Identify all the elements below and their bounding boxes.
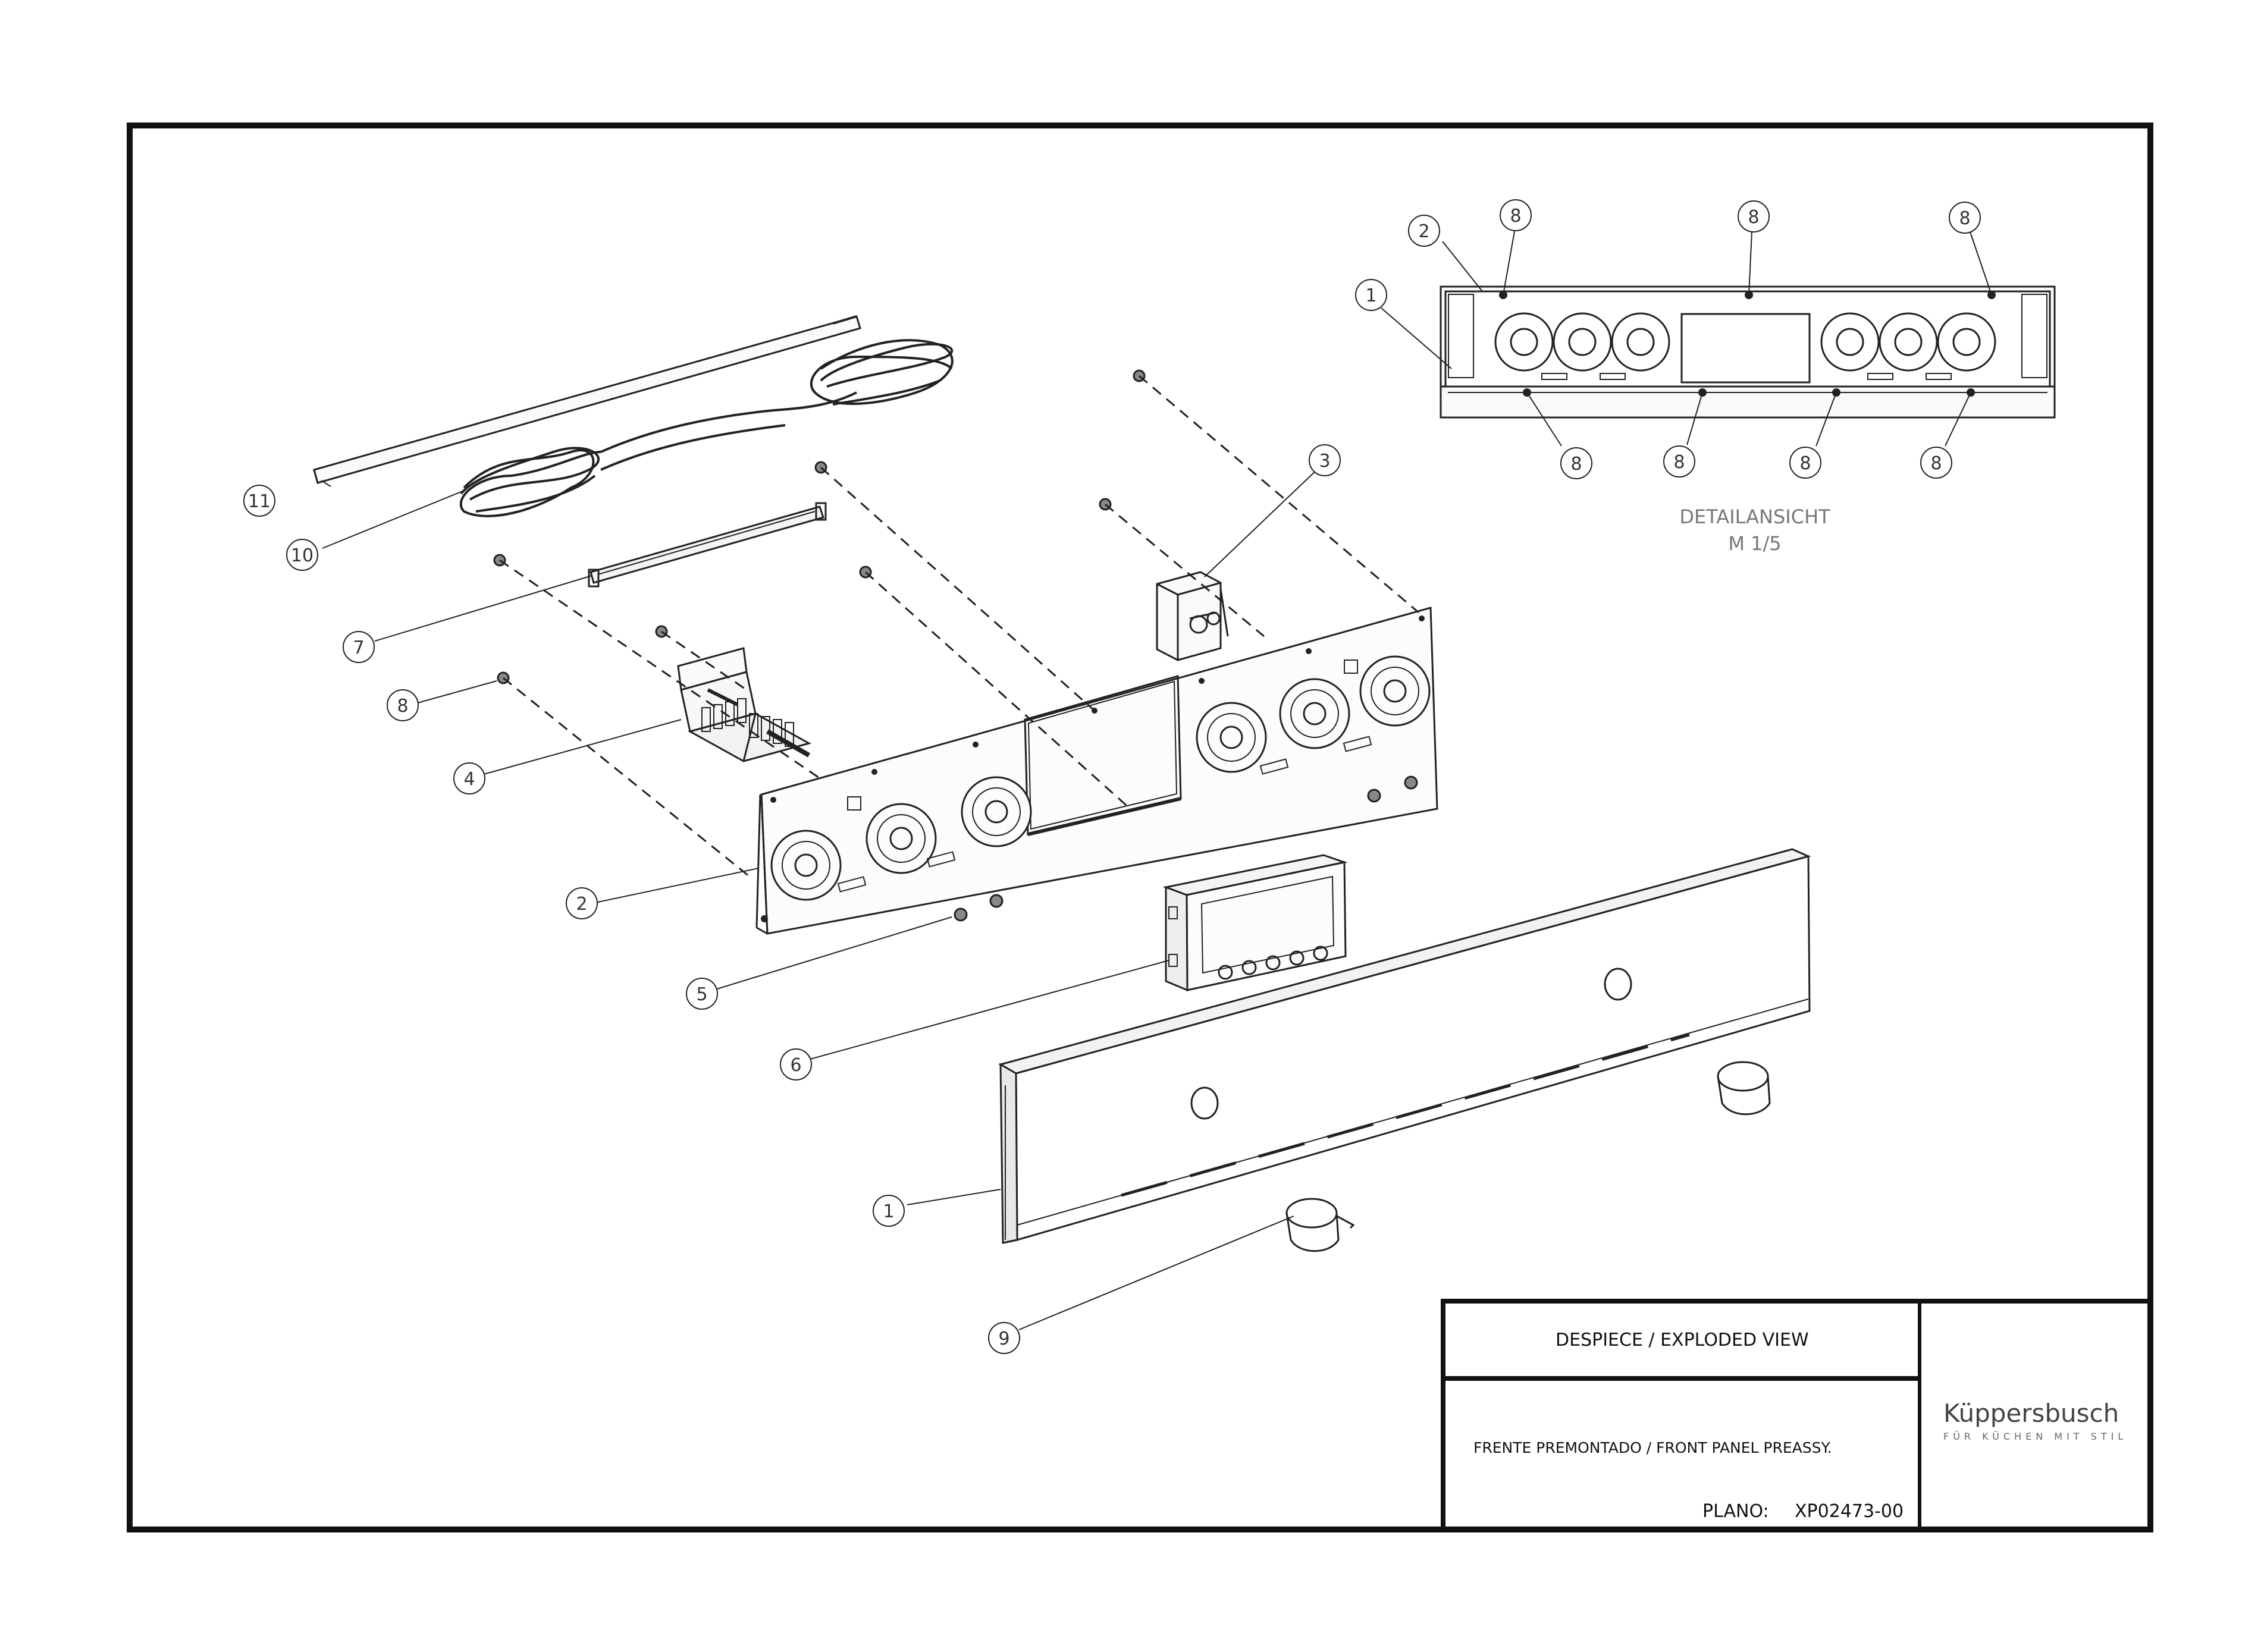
callout-labels: 11 10 7 8 4 2 5 6 1 9 3 1 2 8 8 8 8 8 8 … [248,206,1971,1349]
detail-callout-8: 8 [1570,454,1582,475]
control-cutout [1359,655,1431,727]
detail-callout-8: 8 [1673,452,1685,473]
callout-2: 2 [576,894,587,915]
detail-callout-8: 8 [1930,453,1942,474]
detail-view-scale: M 1/5 [1728,532,1782,555]
control-cutout [1279,678,1350,749]
control-cutout [770,830,842,901]
callout-6: 6 [790,1055,801,1076]
title-block: DESPIECE / EXPLODED VIEW FRENTE PREMONTA… [1441,1299,2153,1532]
assembly-lines [499,375,1419,880]
drawing-frame [127,123,2153,1532]
control-cutout [961,776,1032,847]
assembly-description: FRENTE PREMONTADO / FRONT PANEL PREASSY. [1473,1439,1832,1456]
callout-8: 8 [397,696,408,717]
callout-balloons [243,199,1981,1354]
callout-10: 10 [291,545,313,566]
view-title: DESPIECE / EXPLODED VIEW [1556,1330,1809,1351]
callout-5: 5 [696,984,707,1005]
detail-view-title: DETAILANSICHT [1679,505,1830,528]
drawing-number: XP02473-00 [1795,1501,1904,1522]
detail-view [1381,231,2056,447]
callout-11: 11 [248,491,271,512]
detail-callout-8: 8 [1510,206,1521,227]
detail-callout-8: 8 [1959,208,1970,229]
detail-callout-2: 2 [1418,221,1429,242]
part-knob [1285,1198,1355,1252]
leader-lines [321,467,1320,1330]
callout-7: 7 [353,637,364,658]
callout-4: 4 [463,769,475,790]
title-block-logo-cell [1918,1299,2153,1532]
detail-callout-8: 8 [1748,207,1759,228]
brand-logo: Küppersbusch [1943,1399,2119,1428]
callout-9: 9 [998,1328,1009,1349]
part-trim-strip [313,315,861,484]
part-front-fascia [998,848,1811,1244]
callout-1: 1 [883,1201,894,1222]
control-cutout [1196,702,1267,773]
part-terminal-block [677,647,811,762]
part-backing-plate [755,607,1438,935]
brand-tagline: FÜR KÜCHEN MIT STIL [1943,1431,2128,1442]
part-cable-harness [459,339,954,517]
drawing-number-label: PLANO: [1702,1501,1769,1522]
title-block-description-cell [1441,1376,1921,1532]
part-display-module [1162,854,1348,992]
part-knob [1717,1061,1771,1116]
part-bracket-bar [588,502,827,588]
part-switch-box [1156,571,1229,661]
detail-callout-1: 1 [1365,285,1376,306]
callout-3: 3 [1319,451,1330,472]
detail-callout-8: 8 [1799,453,1811,474]
control-cutout [866,803,937,874]
